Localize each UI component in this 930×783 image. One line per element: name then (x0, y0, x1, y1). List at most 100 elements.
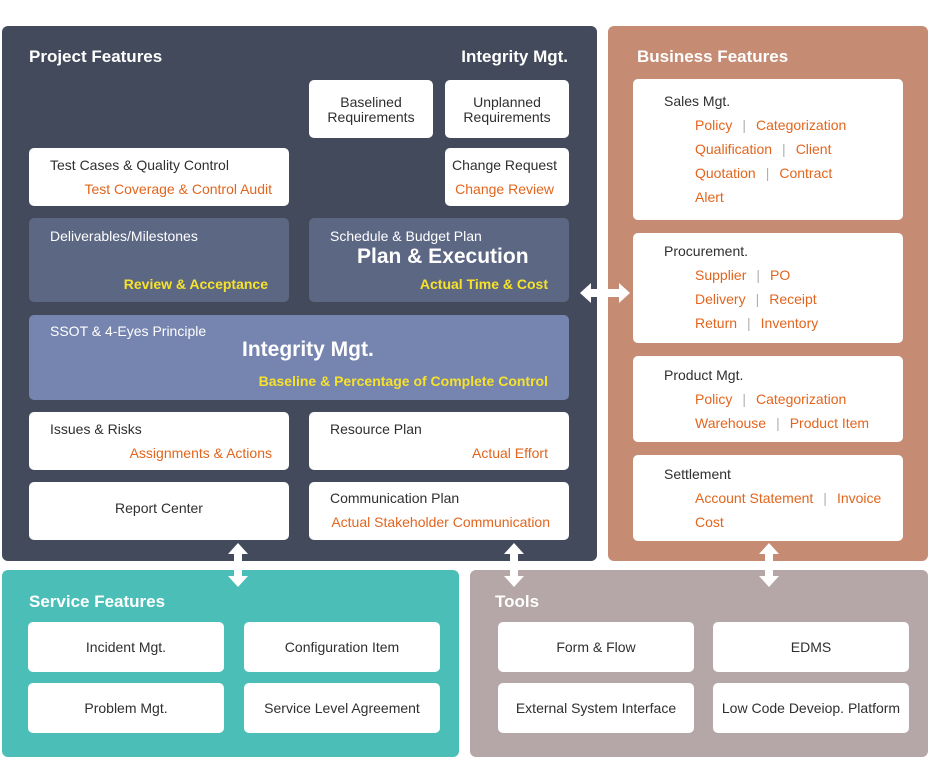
sales-policy[interactable]: Policy (695, 117, 733, 133)
unplanned-requirements-card[interactable]: Unplanned Requirements (445, 80, 569, 138)
unplanned-line-2: Requirements (463, 109, 551, 125)
sales-row-3: Quotation|Contract (695, 165, 833, 181)
settlement-row-2: Cost (695, 514, 724, 530)
procurement-inventory[interactable]: Inventory (760, 315, 819, 331)
form-flow-card[interactable]: Form & Flow (498, 622, 694, 672)
project-features-title: Project Features (29, 47, 163, 66)
form-flow-label: Form & Flow (556, 639, 636, 655)
business-tools-double-arrow-icon (759, 543, 779, 587)
issues-risks-card[interactable]: Issues & Risks Assignments & Actions (29, 412, 289, 470)
sales-qualification[interactable]: Qualification (695, 141, 773, 157)
procurement-row-1: Supplier|PO (695, 267, 791, 283)
sales-contract[interactable]: Contract (779, 165, 833, 181)
service-level-agreement-card[interactable]: Service Level Agreement (244, 683, 440, 733)
sales-quotation[interactable]: Quotation (695, 165, 756, 181)
report-center-card[interactable]: Report Center (29, 482, 289, 540)
low-code-platform-card[interactable]: Low Code Deveiop. Platform (713, 683, 909, 733)
procurement-po[interactable]: PO (770, 267, 791, 283)
procurement-receipt[interactable]: Receipt (769, 291, 817, 307)
sales-alert[interactable]: Alert (695, 189, 724, 205)
deliverables-label: Deliverables/Milestones (50, 228, 198, 244)
service-features-panel: Service Features Incident Mgt. Configura… (2, 570, 459, 757)
test-cases-label: Test Cases & Quality Control (50, 157, 229, 173)
product-warehouse[interactable]: Warehouse (695, 415, 767, 431)
project-features-panel: Project Features Integrity Mgt. Baseline… (2, 26, 597, 561)
configuration-item-card[interactable]: Configuration Item (244, 622, 440, 672)
ssot-label: SSOT & 4-Eyes Principle (50, 323, 207, 339)
procurement-delivery[interactable]: Delivery (695, 291, 746, 307)
sales-mgt-label: Sales Mgt. (664, 93, 731, 109)
ssot-integrity-card[interactable]: SSOT & 4-Eyes Principle Integrity Mgt. B… (29, 315, 569, 400)
unplanned-line-1: Unplanned (473, 94, 541, 110)
tools-panel: Tools Form & Flow EDMS External System I… (470, 570, 928, 757)
product-row-1: Policy|Categorization (695, 391, 847, 407)
deliverables-sub: Review & Acceptance (123, 276, 268, 292)
schedule-budget-card[interactable]: Schedule & Budget Plan Plan & Execution … (309, 218, 569, 302)
incident-mgt-card[interactable]: Incident Mgt. (28, 622, 224, 672)
communication-label: Communication Plan (330, 490, 460, 506)
test-cases-card[interactable]: Test Cases & Quality Control Test Covera… (29, 148, 289, 206)
procurement-row-3: Return|Inventory (695, 315, 819, 331)
settlement-account-statement[interactable]: Account Statement (695, 490, 814, 506)
product-item[interactable]: Product Item (789, 415, 870, 431)
ssot-sub: Baseline & Percentage of Complete Contro… (258, 373, 548, 389)
procurement-return[interactable]: Return (695, 315, 738, 331)
change-request-label: Change Request (452, 157, 558, 173)
integrity-mgt-title: Integrity Mgt. (461, 47, 568, 66)
business-features-title: Business Features (637, 47, 789, 66)
service-level-agreement-label: Service Level Agreement (264, 700, 420, 716)
procurement-supplier[interactable]: Supplier (695, 267, 747, 283)
product-categorization[interactable]: Categorization (756, 391, 847, 407)
edms-card[interactable]: EDMS (713, 622, 909, 672)
sales-row-1: Policy|Categorization (695, 117, 847, 133)
low-code-platform-label: Low Code Deveiop. Platform (721, 700, 901, 716)
problem-mgt-card[interactable]: Problem Mgt. (28, 683, 224, 733)
project-tools-double-arrow-icon (504, 543, 524, 587)
incident-mgt-label: Incident Mgt. (85, 639, 167, 655)
schedule-label: Schedule & Budget Plan (330, 228, 482, 244)
settlement-invoice[interactable]: Invoice (836, 490, 882, 506)
schedule-sub: Actual Time & Cost (419, 276, 548, 292)
resource-sub: Actual Effort (471, 445, 548, 461)
baselined-line-1: Baselined (340, 94, 402, 110)
settlement-row-1: Account Statement|Invoice (695, 490, 882, 506)
communication-plan-card[interactable]: Communication Plan Actual Stakeholder Co… (309, 482, 569, 540)
procurement-label: Procurement. (664, 243, 749, 259)
project-business-double-arrow-icon (580, 283, 630, 303)
tools-title: Tools (495, 592, 540, 611)
change-request-sub: Change Review (455, 181, 554, 197)
business-features-panel: Business Features Sales Mgt. Policy|Cate… (608, 26, 928, 561)
baselined-line-2: Requirements (327, 109, 415, 125)
edms-label: EDMS (790, 639, 832, 655)
communication-sub: Actual Stakeholder Communication (331, 514, 550, 530)
project-service-double-arrow-icon (228, 543, 248, 587)
deliverables-card[interactable]: Deliverables/Milestones Review & Accepta… (29, 218, 289, 302)
integrity-mgt-heading: Integrity Mgt. (242, 338, 374, 361)
product-policy[interactable]: Policy (695, 391, 733, 407)
product-row-2: Warehouse|Product Item (695, 415, 870, 431)
product-mgt-card[interactable]: Product Mgt. Policy|Categorization Wareh… (633, 356, 903, 442)
settlement-cost[interactable]: Cost (695, 514, 724, 530)
issues-sub: Assignments & Actions (129, 445, 272, 461)
external-system-interface-card[interactable]: External System Interface (498, 683, 694, 733)
product-mgt-label: Product Mgt. (664, 367, 744, 383)
procurement-row-2: Delivery|Receipt (695, 291, 817, 307)
resource-label: Resource Plan (330, 421, 422, 437)
configuration-item-label: Configuration Item (284, 639, 400, 655)
sales-categorization[interactable]: Categorization (756, 117, 847, 133)
sales-mgt-card[interactable]: Sales Mgt. Policy|Categorization Qualifi… (633, 79, 903, 220)
change-request-card[interactable]: Change Request Change Review (445, 148, 569, 206)
report-center-label: Report Center (115, 500, 203, 516)
plan-execution-heading: Plan & Execution (357, 245, 529, 268)
baselined-requirements-card[interactable]: Baselined Requirements (309, 80, 433, 138)
resource-plan-card[interactable]: Resource Plan Actual Effort (309, 412, 569, 470)
sales-row-4: Alert (695, 189, 724, 205)
external-system-interface-label: External System Interface (515, 700, 677, 716)
settlement-label: Settlement (664, 466, 731, 482)
test-cases-sub: Test Coverage & Control Audit (84, 181, 272, 197)
sales-client[interactable]: Client (795, 141, 832, 157)
issues-label: Issues & Risks (50, 421, 142, 437)
procurement-card[interactable]: Procurement. Supplier|PO Delivery|Receip… (633, 233, 903, 343)
settlement-card[interactable]: Settlement Account Statement|Invoice Cos… (633, 455, 903, 541)
sales-row-2: Qualification|Client (695, 141, 832, 157)
